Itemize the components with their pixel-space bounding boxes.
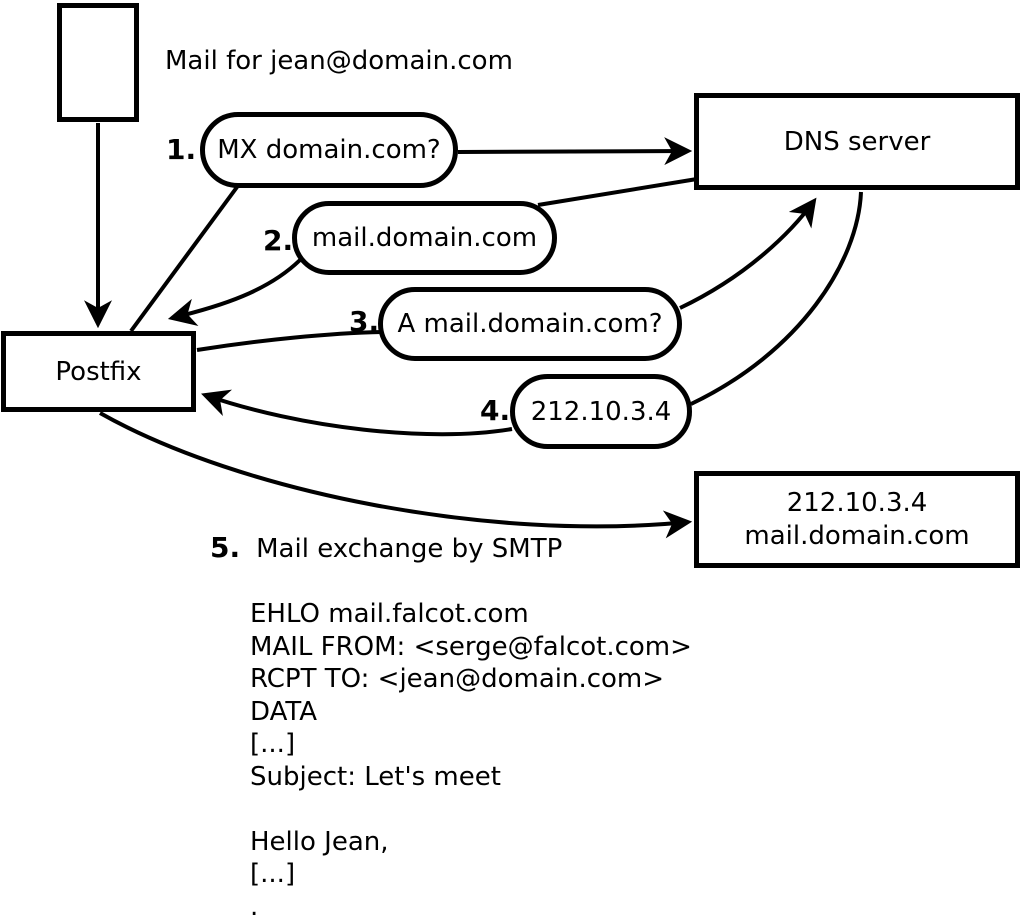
step-4-number: 4. [480, 394, 511, 427]
step-5-number: 5. [210, 531, 241, 564]
smtp-line: Subject: Let's meet [250, 761, 501, 792]
postfix-node: Postfix [1, 331, 196, 412]
mail-server-hostname: mail.domain.com [744, 520, 970, 551]
arrow-bubble4-to-postfix [201, 389, 513, 437]
smtp-line-blank [250, 793, 692, 826]
line-dns-to-bubble4 [690, 191, 863, 406]
step-1-number: 1. [166, 133, 197, 166]
step-3-number: 3. [349, 305, 380, 338]
dns-server-label: DNS server [783, 126, 931, 157]
step-2-label: mail.domain.com [311, 223, 538, 253]
smtp-line: MAIL FROM: <serge@falcot.com> [250, 631, 692, 662]
arrow-postfix-to-mailserver [99, 411, 693, 539]
line-dns-to-bubble2 [537, 177, 698, 207]
step-4-bubble: 212.10.3.4 [510, 374, 692, 449]
step-2-bubble: mail.domain.com [292, 201, 557, 275]
arrow-bubble3-to-dns [679, 197, 817, 310]
step-3-bubble: A mail.domain.com? [378, 287, 682, 361]
step-4-label: 212.10.3.4 [530, 396, 672, 427]
smtp-line: EHLO mail.falcot.com [250, 599, 529, 629]
arrow-bubble2-to-postfix [167, 258, 302, 327]
step-5-caption: 5. Mail exchange by SMTP [210, 531, 562, 564]
smtp-line: [...] [250, 729, 296, 759]
arrow-bubble1-to-dns [457, 137, 693, 166]
smtp-line: RCPT TO: <jean@domain.com> [250, 664, 665, 694]
smtp-line-terminator: . [250, 891, 259, 919]
mail-message-box [57, 3, 139, 122]
mail-server-node: 212.10.3.4 mail.domain.com [694, 471, 1020, 568]
step-5-label: Mail exchange by SMTP [256, 534, 563, 564]
line-postfix-to-bubble1 [129, 181, 242, 333]
step-1-bubble: MX domain.com? [200, 112, 458, 188]
line-postfix-to-bubble3 [196, 330, 385, 352]
smtp-line: [...] [250, 859, 296, 889]
mail-for-label: Mail for jean@domain.com [165, 46, 513, 76]
step-3-label: A mail.domain.com? [397, 309, 663, 339]
dns-server-node: DNS server [694, 93, 1020, 190]
mail-server-ip: 212.10.3.4 [786, 487, 928, 518]
smtp-line: DATA [250, 696, 317, 727]
step-1-label: MX domain.com? [217, 135, 441, 165]
smtp-session-transcript: EHLO mail.falcot.com MAIL FROM: <serge@f… [250, 598, 692, 919]
postfix-label: Postfix [55, 356, 142, 387]
smtp-line: Hello Jean, [250, 826, 389, 857]
step-2-number: 2. [263, 224, 294, 257]
